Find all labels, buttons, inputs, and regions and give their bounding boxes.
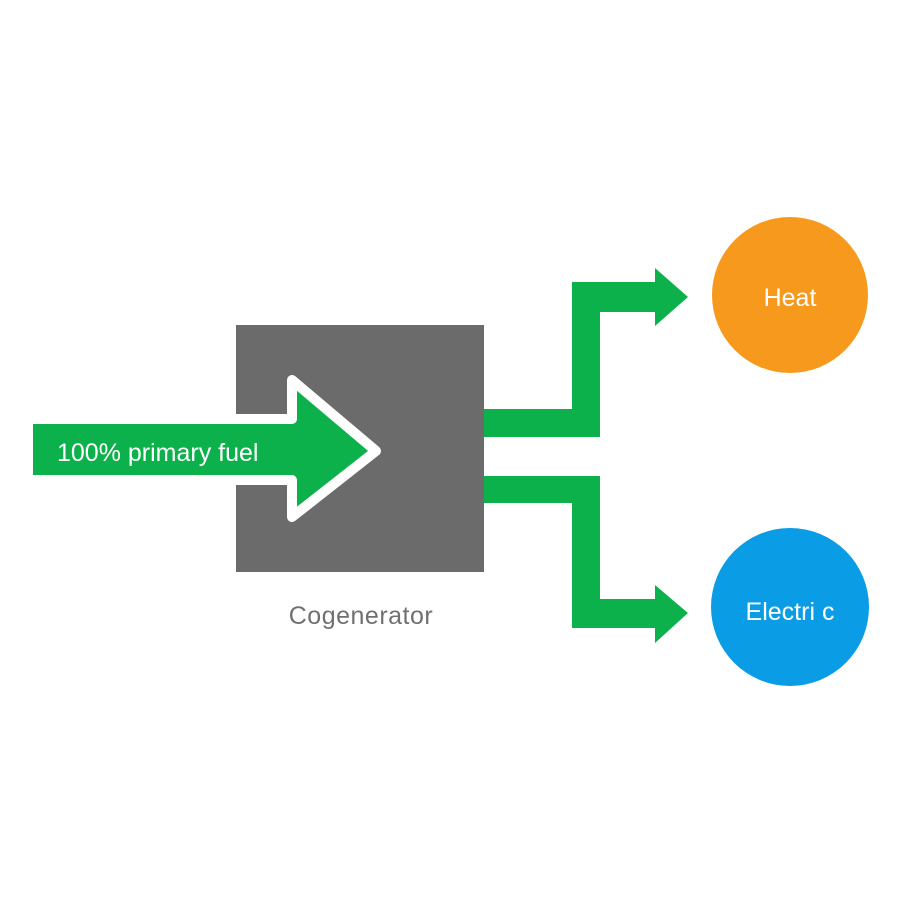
cogenerator-label: Cogenerator: [289, 602, 433, 630]
electric-label: Electri c: [746, 598, 835, 626]
heat-label: Heat: [764, 284, 817, 312]
input-arrow-left-edge: [33, 424, 41, 475]
electric-output-arrow: [484, 476, 688, 643]
electric-circle: [711, 528, 869, 686]
heat-output-arrow: [484, 268, 688, 437]
input-fuel-label: 100% primary fuel: [57, 439, 258, 467]
input-fuel-arrow: [28, 375, 381, 522]
heat-circle: [712, 217, 868, 373]
